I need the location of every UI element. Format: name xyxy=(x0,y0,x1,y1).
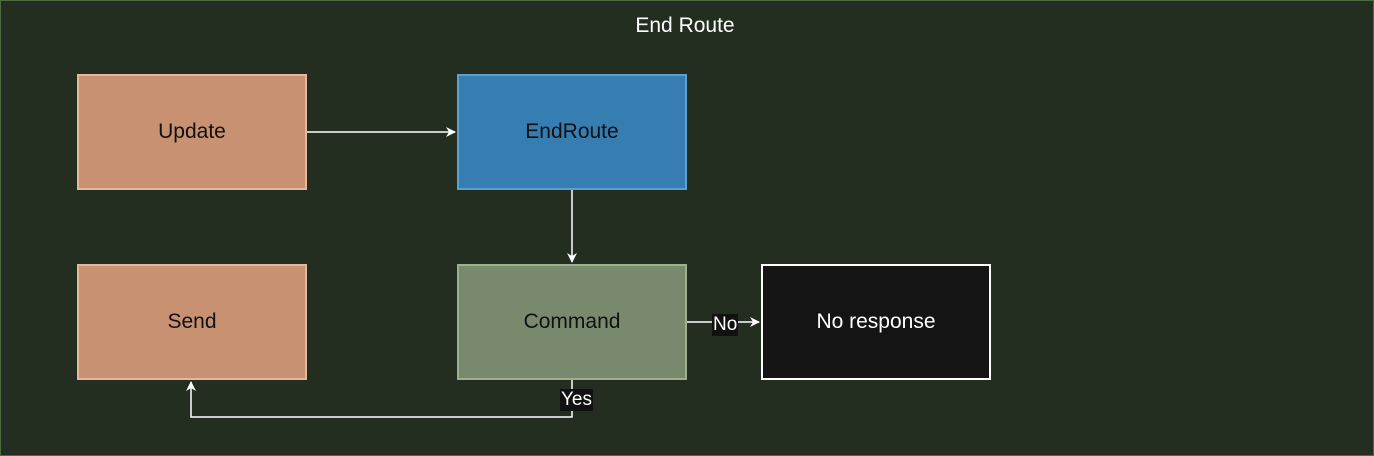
edge-label-yes: Yes xyxy=(560,389,593,411)
node-no-response[interactable]: No response xyxy=(761,264,991,380)
node-update[interactable]: Update xyxy=(77,74,307,190)
node-update-label: Update xyxy=(158,120,226,143)
node-no-response-label: No response xyxy=(816,310,936,333)
node-endroute[interactable]: EndRoute xyxy=(457,74,687,190)
node-send-label: Send xyxy=(167,310,217,333)
diagram-title: End Route xyxy=(635,14,735,37)
node-command-label: Command xyxy=(523,310,621,333)
edge-command-to-send xyxy=(186,380,573,418)
node-endroute-label: EndRoute xyxy=(525,120,619,143)
edge-label-no: No xyxy=(712,314,739,336)
node-command[interactable]: Command xyxy=(457,264,687,380)
node-send[interactable]: Send xyxy=(77,264,307,380)
